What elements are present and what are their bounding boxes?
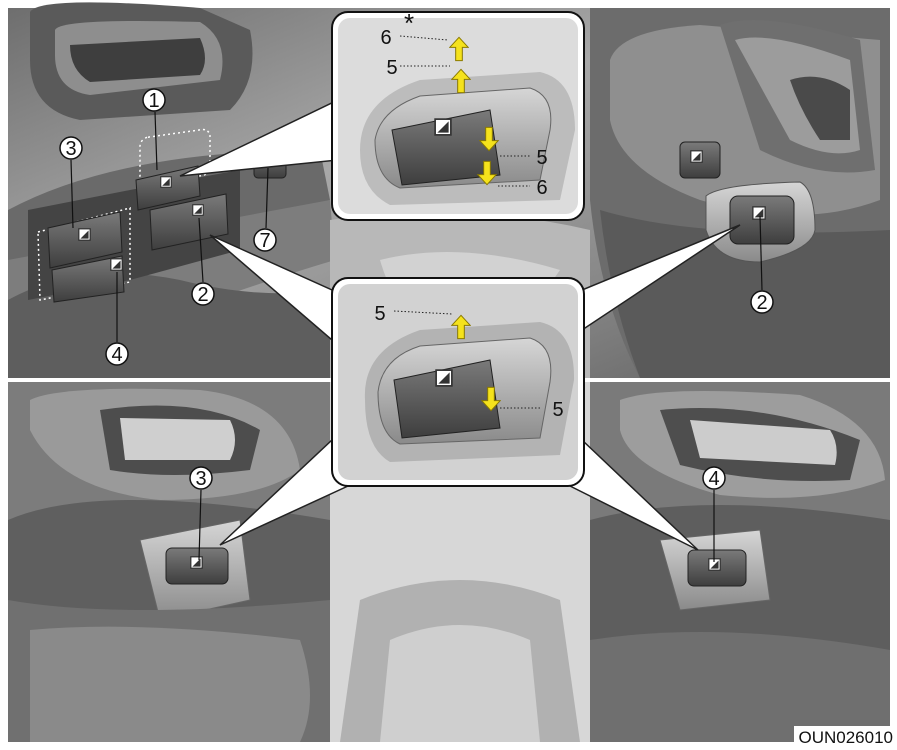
label-7: 7 [259,230,270,252]
label-6-auto-down: 6 [536,177,547,199]
callout-4-rear-right: 4 [702,466,726,562]
window-switch-icon [192,204,204,216]
bottom-door-photo [8,382,890,742]
detail-inset-middle: 5 5 [331,277,585,487]
leader-line [393,310,453,315]
label-4: 4 [708,468,719,490]
window-switch-icon [78,228,91,241]
label-asterisk: * [404,8,414,38]
label-1: 1 [148,90,159,112]
callout-7: 7 [253,167,277,252]
callout-3-top: 3 [59,136,83,229]
label-3: 3 [195,468,206,490]
callout-4-top: 4 [105,272,129,366]
window-switch-icon [190,556,203,569]
label-6-auto-up: 6 [380,27,391,49]
label-5-down: 5 [536,147,547,169]
window-switch-icon [160,176,172,188]
callout-2-passenger: 2 [750,215,774,314]
callout-2-driver: 2 [191,217,215,306]
window-switch-icon [110,258,123,271]
detail-inset-top: 6 * 5 5 6 [331,8,585,221]
label-3: 3 [65,138,76,160]
label-5-down: 5 [552,399,563,421]
rear-right-switch-driver [51,255,125,303]
label-5-up: 5 [386,57,397,79]
callout-1: 1 [142,88,166,171]
figure-code: OUN026010 [794,726,897,750]
label-4: 4 [111,344,122,366]
callout-3-rear-left: 3 [189,466,213,561]
window-switch-icon [690,150,703,163]
window-switch-icon [434,118,452,136]
leader-line [399,35,449,41]
label-2: 2 [756,292,767,314]
rear-left-switch-driver [47,211,123,269]
window-switch-icon [435,369,453,387]
label-2: 2 [197,284,208,306]
driver-window-switch [135,165,201,211]
window-switch-icon [752,206,766,220]
label-5-up: 5 [374,303,385,325]
passenger-switch-driver [149,193,229,251]
